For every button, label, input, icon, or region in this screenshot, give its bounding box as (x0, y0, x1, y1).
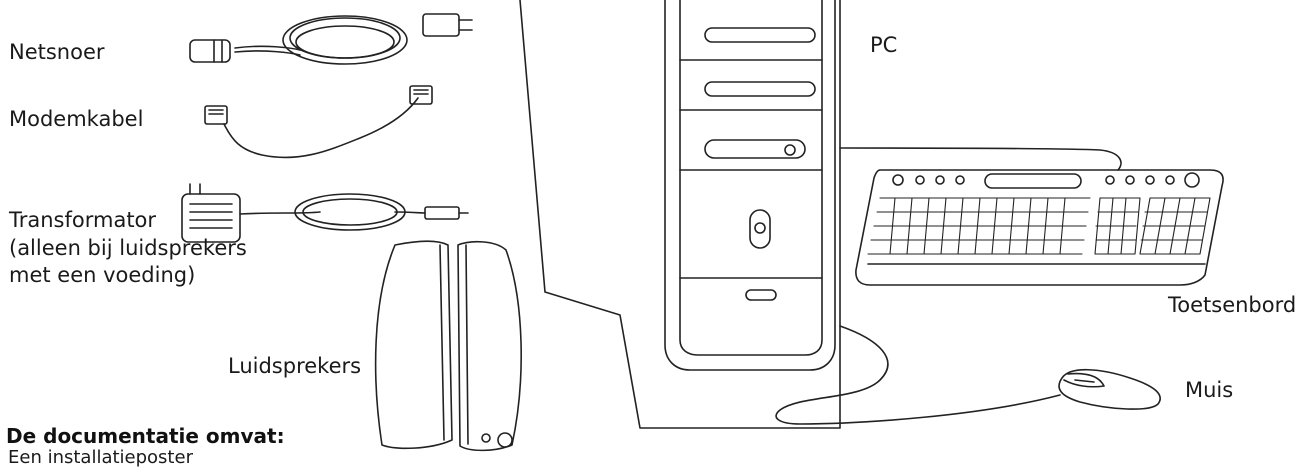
pc-label: PC (870, 32, 897, 58)
transformer-label-line3: met een voeding) (9, 262, 195, 288)
documentation-heading: De documentatie omvat: (6, 424, 285, 448)
mouse-illustration (776, 326, 1160, 424)
speakers-label: Luidsprekers (228, 353, 361, 379)
keyboard-illustration (840, 148, 1223, 285)
speakers-illustration (376, 241, 522, 450)
modem-cable-label: Modemkabel (9, 106, 143, 132)
keyboard-keys (868, 198, 1210, 254)
transformer-illustration (182, 184, 468, 242)
keyboard-label: Toetsenbord (1168, 292, 1296, 318)
transformer-label-line1: Transformator (9, 207, 156, 233)
mouse-label: Muis (1185, 377, 1233, 403)
modem-cable-illustration (205, 86, 432, 157)
pc-tower-illustration (520, 0, 840, 428)
power-cord-illustration (190, 14, 472, 64)
power-cord-label: Netsnoer (9, 39, 105, 65)
illustration (0, 0, 1309, 458)
transformer-label-line2: (alleen bij luidsprekers (9, 235, 247, 261)
